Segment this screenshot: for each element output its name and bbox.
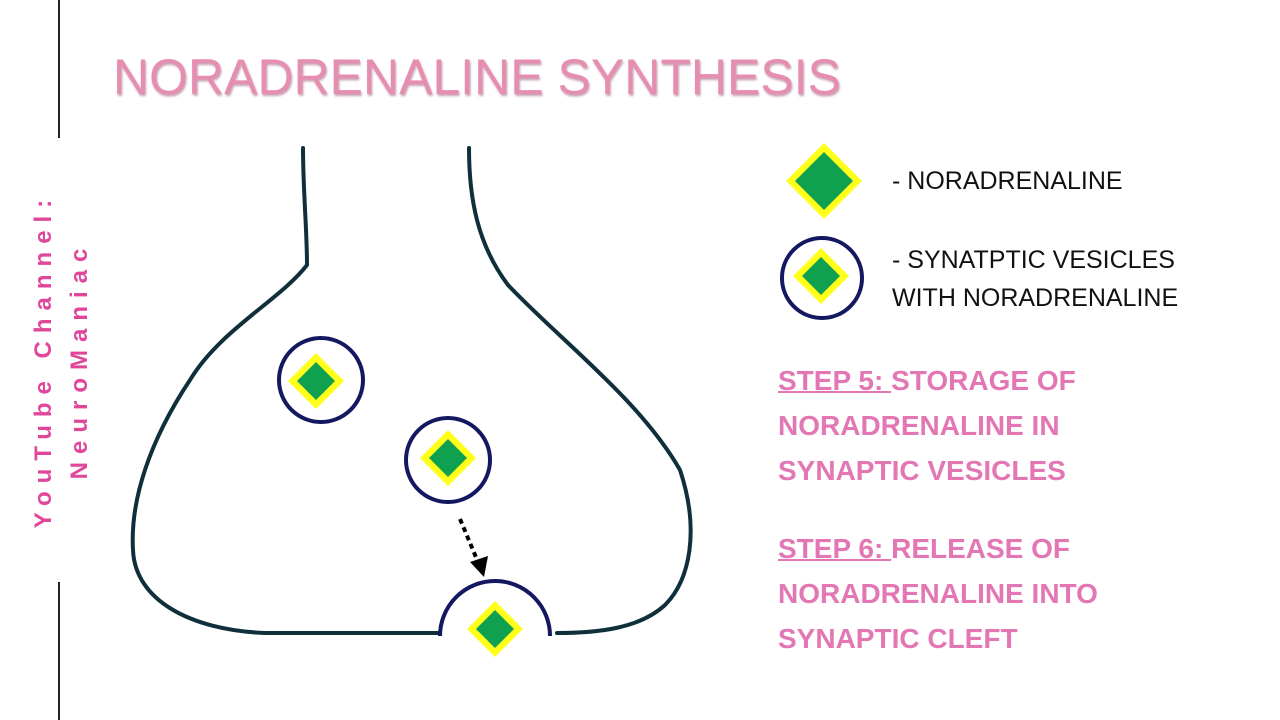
release-arrow-head: [470, 556, 488, 577]
release-arrow-shaft: [458, 518, 480, 563]
legend-vesicle-line-1: - SYNATPTIC VESICLES: [892, 246, 1175, 274]
presynaptic-terminal-outline-right: [467, 146, 693, 635]
step-6-description: STEP 6: RELEASE OF NORADRENALINE INTO SY…: [778, 526, 1098, 661]
presynaptic-terminal-outline: [130, 146, 442, 635]
step-5-heading: STEP 5:: [778, 365, 892, 396]
step-6-line-3: SYNAPTIC CLEFT: [778, 623, 1018, 654]
step-5-line-3: SYNAPTIC VESICLES: [778, 455, 1066, 486]
released-noradrenaline-diamond: [467, 601, 523, 657]
legend-noradrenaline-diamond: [786, 143, 862, 219]
step-6-line-1: RELEASE OF: [891, 533, 1071, 564]
legend-noradrenaline-label: - NORADRENALINE: [892, 167, 1123, 195]
left-divider-top: [58, 0, 60, 138]
step-5-line-1: STORAGE OF: [891, 365, 1076, 396]
fusing-vesicle-outline: [438, 579, 552, 637]
left-divider-bottom: [58, 582, 60, 720]
legend-vesicle-line-2: WITH NORADRENALINE: [892, 284, 1179, 312]
page-title: NORADRENALINE SYNTHESIS: [113, 49, 841, 105]
step-5-line-2: NORADRENALINE IN: [778, 410, 1060, 441]
step-6-heading: STEP 6:: [778, 533, 892, 564]
step-5-description: STEP 5: STORAGE OF NORADRENALINE IN SYNA…: [778, 358, 1076, 493]
legend-vesicle-label: - SYNATPTIC VESICLES WITH NORADRENALINE: [892, 241, 1178, 317]
step-6-line-2: NORADRENALINE INTO: [778, 578, 1098, 609]
